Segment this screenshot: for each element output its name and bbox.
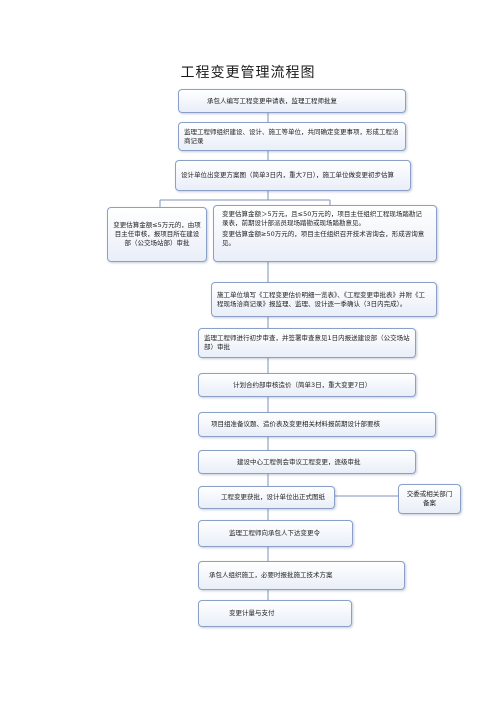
step-supervisor-review: 监理工程师进行初步审查，并签署审查意见1日内报送建设部（公交场站部）审批	[198, 328, 416, 358]
step-construction: 承包人组织施工，必要时报批施工技术方案	[198, 561, 405, 590]
step-cost-audit: 计划合约部审核造价（简单3日，重大变更7日）	[198, 373, 416, 397]
branch-large-change: 变更估算金额＞5万元，且≤50万元的，项目主任组织工程现场踏勘记录表，前期设计部…	[213, 205, 437, 262]
page-title: 工程变更管理流程图	[180, 65, 316, 81]
step-contractor-forms: 施工单位填写《工程变更估价明细一览表》、《工程变更审批表》并附《工程现场洽商记录…	[211, 282, 437, 317]
step-joint-confirm: 监理工程师组织建设、设计、施工等单位，共同确定变更事项，形成工程洽商记录	[178, 122, 406, 151]
step-meeting-review: 建设中心工程例会审议工程变更，逐级审批	[198, 450, 416, 474]
step-agenda-prep: 项目组准备议题、造价表及变更相关材料报前期设计部要核	[198, 412, 436, 437]
step-payment: 变更计量与支付	[198, 600, 352, 627]
step-application: 承包人编写工程变更申请表，监理工程师批复	[178, 89, 406, 113]
branch-small-change: 变更估算金额≤5万元的，由项目主任审核，报项目所在建设部（公交场站部）审批	[107, 207, 207, 262]
step-approval-drawings: 工程变更获批，设计单位出正式图纸	[198, 486, 335, 509]
step-record-filing: 交委或相关部门备案	[398, 484, 461, 514]
step-change-order: 监理工程师向承包人下达变更令	[198, 520, 353, 547]
step-design-scheme: 设计单位出变更方案图（简单3日内，重大7日），施工单位做变更初步估算	[175, 160, 411, 191]
